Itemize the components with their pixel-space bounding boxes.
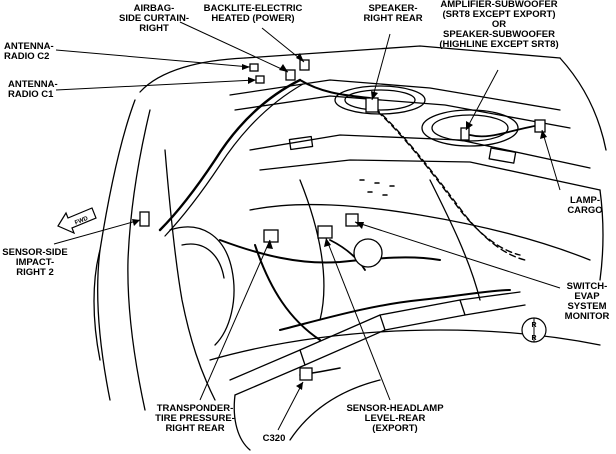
label-sensor-side: SENSOR-SIDE IMPACT- RIGHT 2 (2, 247, 68, 278)
compass-symbol: R R (521, 317, 547, 343)
label-switch-evap: SWITCH- EVAP SYSTEM MONITOR (564, 281, 610, 322)
label-speaker-rear: SPEAKER- RIGHT REAR (363, 3, 423, 24)
leader-lines (53, 21, 561, 431)
connector-transponder (263, 229, 279, 243)
front-direction-arrow: FWD (57, 207, 97, 235)
label-transponder: TRANSPONDER- TIRE PRESSURE- RIGHT REAR (155, 403, 235, 434)
components (139, 59, 546, 381)
connector-antenna-c2 (249, 63, 259, 72)
connector-antenna-c1 (255, 75, 265, 84)
connector-lamp-cargo (534, 119, 546, 133)
connector-headlamp (317, 225, 333, 239)
compass-letter-bottom: R (531, 335, 536, 342)
connector-amplifier (460, 127, 470, 141)
compass-letter-top: R (531, 322, 536, 329)
connector-sensor-side (139, 211, 150, 227)
leader-arrowheads (132, 53, 547, 390)
label-antenna-c2: ANTENNA- RADIO C2 (4, 41, 54, 62)
label-antenna-c1: ANTENNA- RADIO C1 (8, 79, 58, 100)
connector-evap (345, 213, 359, 227)
connector-airbag (285, 69, 296, 81)
evap-switch-body (353, 238, 383, 268)
connector-speaker-rear (365, 97, 379, 113)
label-backlite: BACKLITE-ELECTRIC HEATED (POWER) (203, 3, 303, 24)
label-sensor-headlamp: SENSOR-HEADLAMP LEVEL-REAR (EXPORT) (346, 403, 444, 434)
label-lamp-cargo: LAMP- CARGO (567, 195, 603, 216)
label-airbag: AIRBAG- SIDE CURTAIN- RIGHT (118, 3, 190, 34)
vehicle-body (93, 45, 607, 451)
connector-c320 (299, 367, 313, 381)
connector-backlite (299, 59, 310, 71)
wiring-harness (158, 78, 541, 376)
label-c320: C320 (262, 433, 286, 444)
front-arrow-text: FWD (74, 215, 90, 226)
label-amplifier: AMPLIFIER-SUBWOOFER (SRT8 EXCEPT EXPORT)… (439, 0, 559, 50)
